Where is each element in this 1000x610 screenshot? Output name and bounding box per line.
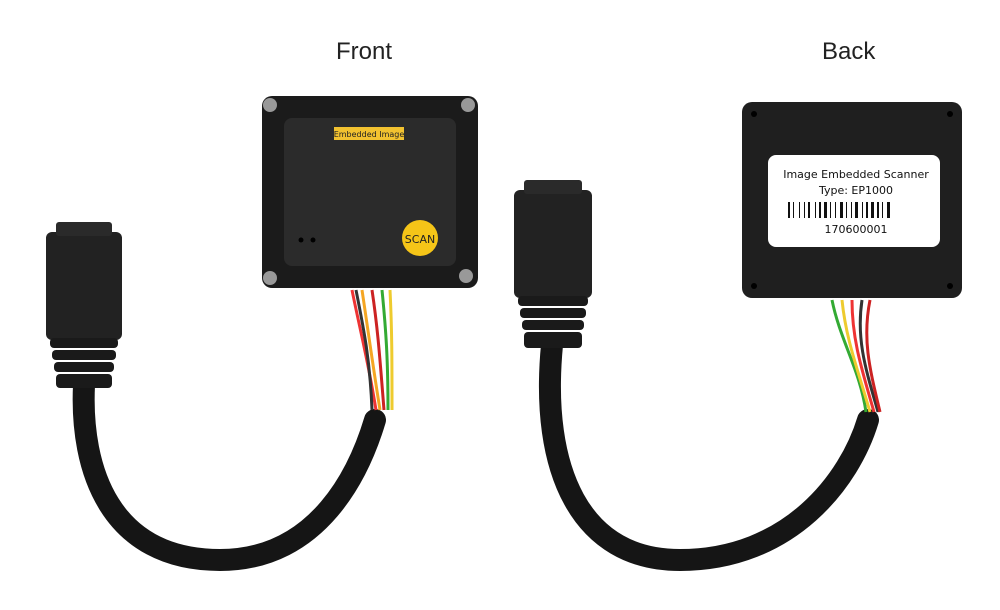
barcode-bar <box>815 202 816 218</box>
barcode-bar <box>862 202 863 218</box>
barcode-bar <box>855 202 858 218</box>
barcode-bar <box>819 202 821 218</box>
front-cable <box>72 289 394 572</box>
barcode-bar <box>799 202 800 218</box>
barcode-bar <box>824 202 827 218</box>
barcode-bar <box>808 202 810 218</box>
barcode-bar <box>830 202 831 218</box>
label-line2: Type: EP1000 <box>818 184 893 197</box>
label-line1: Image Embedded Scanner <box>783 168 929 181</box>
back-device: Image Embedded Scanner Type: EP1000 1706… <box>742 102 962 298</box>
product-label <box>768 155 940 247</box>
back-caption: Back <box>822 38 876 65</box>
barcode-bar <box>871 202 874 218</box>
sticker-text: Embedded Image <box>334 130 405 139</box>
barcode <box>788 202 890 218</box>
front-connector <box>46 222 122 388</box>
barcode-bar <box>835 202 836 218</box>
barcode-bar <box>882 202 883 218</box>
barcode-bar <box>877 202 879 218</box>
back-connector <box>514 180 592 348</box>
front-device: Embedded Image SCAN <box>262 96 478 288</box>
scan-button-label: SCAN <box>405 233 435 246</box>
serial-number: 170600001 <box>825 223 888 236</box>
barcode-bar <box>788 202 790 218</box>
barcode-bar <box>851 202 852 218</box>
embedded-image-sticker <box>334 127 404 140</box>
back-cable <box>538 299 882 572</box>
barcode-bar <box>846 202 847 218</box>
barcode-bar <box>840 202 843 218</box>
barcode-bar <box>793 202 794 218</box>
scan-button <box>402 220 438 256</box>
barcode-bar <box>804 202 805 218</box>
barcode-bar <box>866 202 868 218</box>
front-caption: Front <box>336 38 393 65</box>
barcode-bar <box>887 202 890 218</box>
